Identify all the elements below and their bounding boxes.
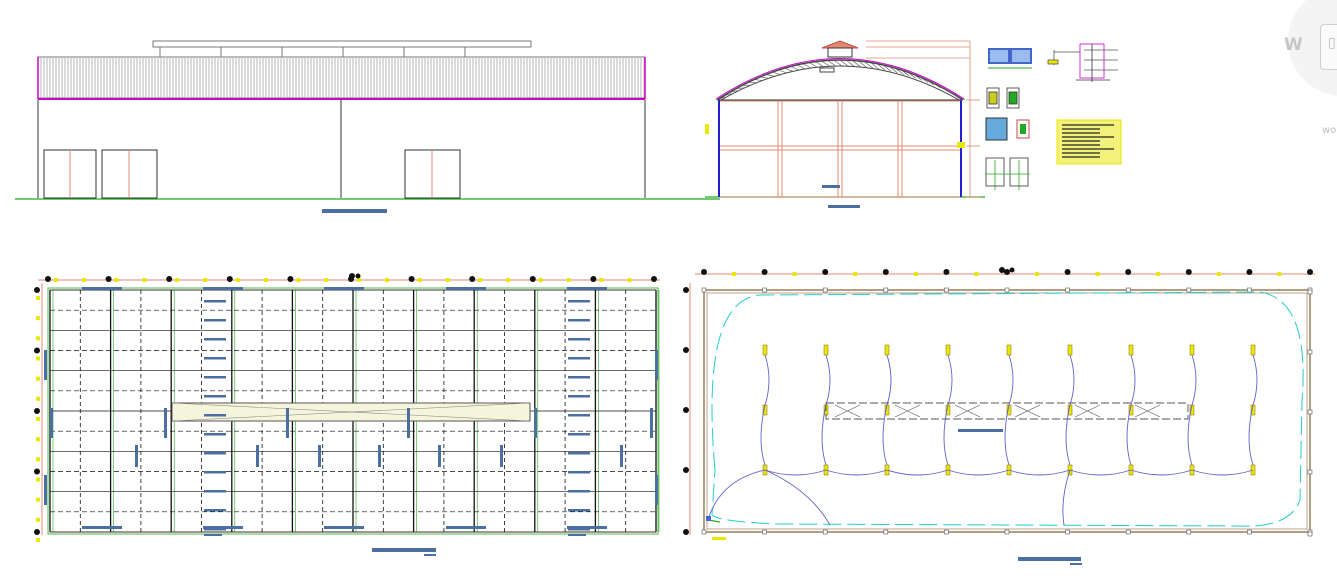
detail-anchor (1047, 43, 1118, 82)
level-marks (866, 40, 980, 198)
watermark-text: wo (1322, 125, 1337, 136)
watermark-button[interactable]: ▯ (1320, 24, 1337, 70)
front-elevation (15, 40, 720, 213)
electrical-plan-layout (683, 267, 1315, 540)
detail-panel-2 (985, 117, 1030, 141)
section-title-bar (828, 205, 860, 208)
watermark-box-icon: ▯ (1328, 35, 1336, 51)
electrical-plan (683, 267, 1315, 565)
construction-details (985, 43, 1122, 190)
truss-web (716, 59, 966, 101)
notes-table (1056, 119, 1122, 165)
roof-plan-title-bar (372, 548, 436, 552)
roof-corrugation (40, 58, 645, 98)
detail-panel-1 (988, 48, 1032, 69)
door-left-2 (101, 149, 158, 199)
detail-footing (985, 157, 1030, 190)
electrical-plan-title-bar (1018, 557, 1081, 561)
notes-lines (1062, 124, 1114, 158)
elevation-title-bar (322, 209, 387, 213)
roof-plan-grid (34, 273, 660, 542)
cross-section (705, 40, 985, 208)
ridge-lantern (821, 40, 859, 58)
lantern-posts (159, 47, 466, 57)
roof-structure-plan (34, 273, 660, 556)
watermark-letter: W (1284, 35, 1303, 55)
door-left-1 (43, 149, 97, 199)
door-right (404, 149, 461, 199)
detail-column-1 (986, 87, 1020, 109)
